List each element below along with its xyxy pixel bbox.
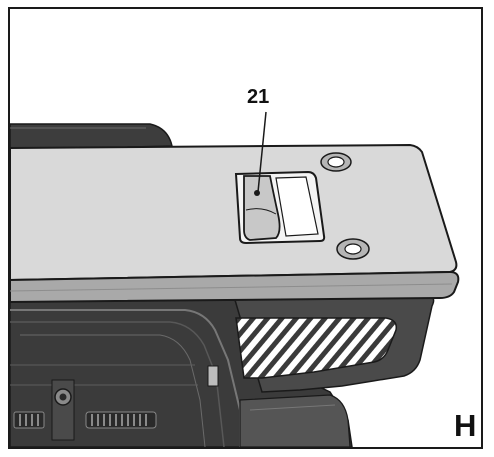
hatched-section xyxy=(235,317,398,379)
base-plate-top xyxy=(10,143,458,282)
figure-letter: H xyxy=(454,408,477,443)
lever-21 xyxy=(243,175,281,241)
callout-label-21: 21 xyxy=(247,86,270,108)
